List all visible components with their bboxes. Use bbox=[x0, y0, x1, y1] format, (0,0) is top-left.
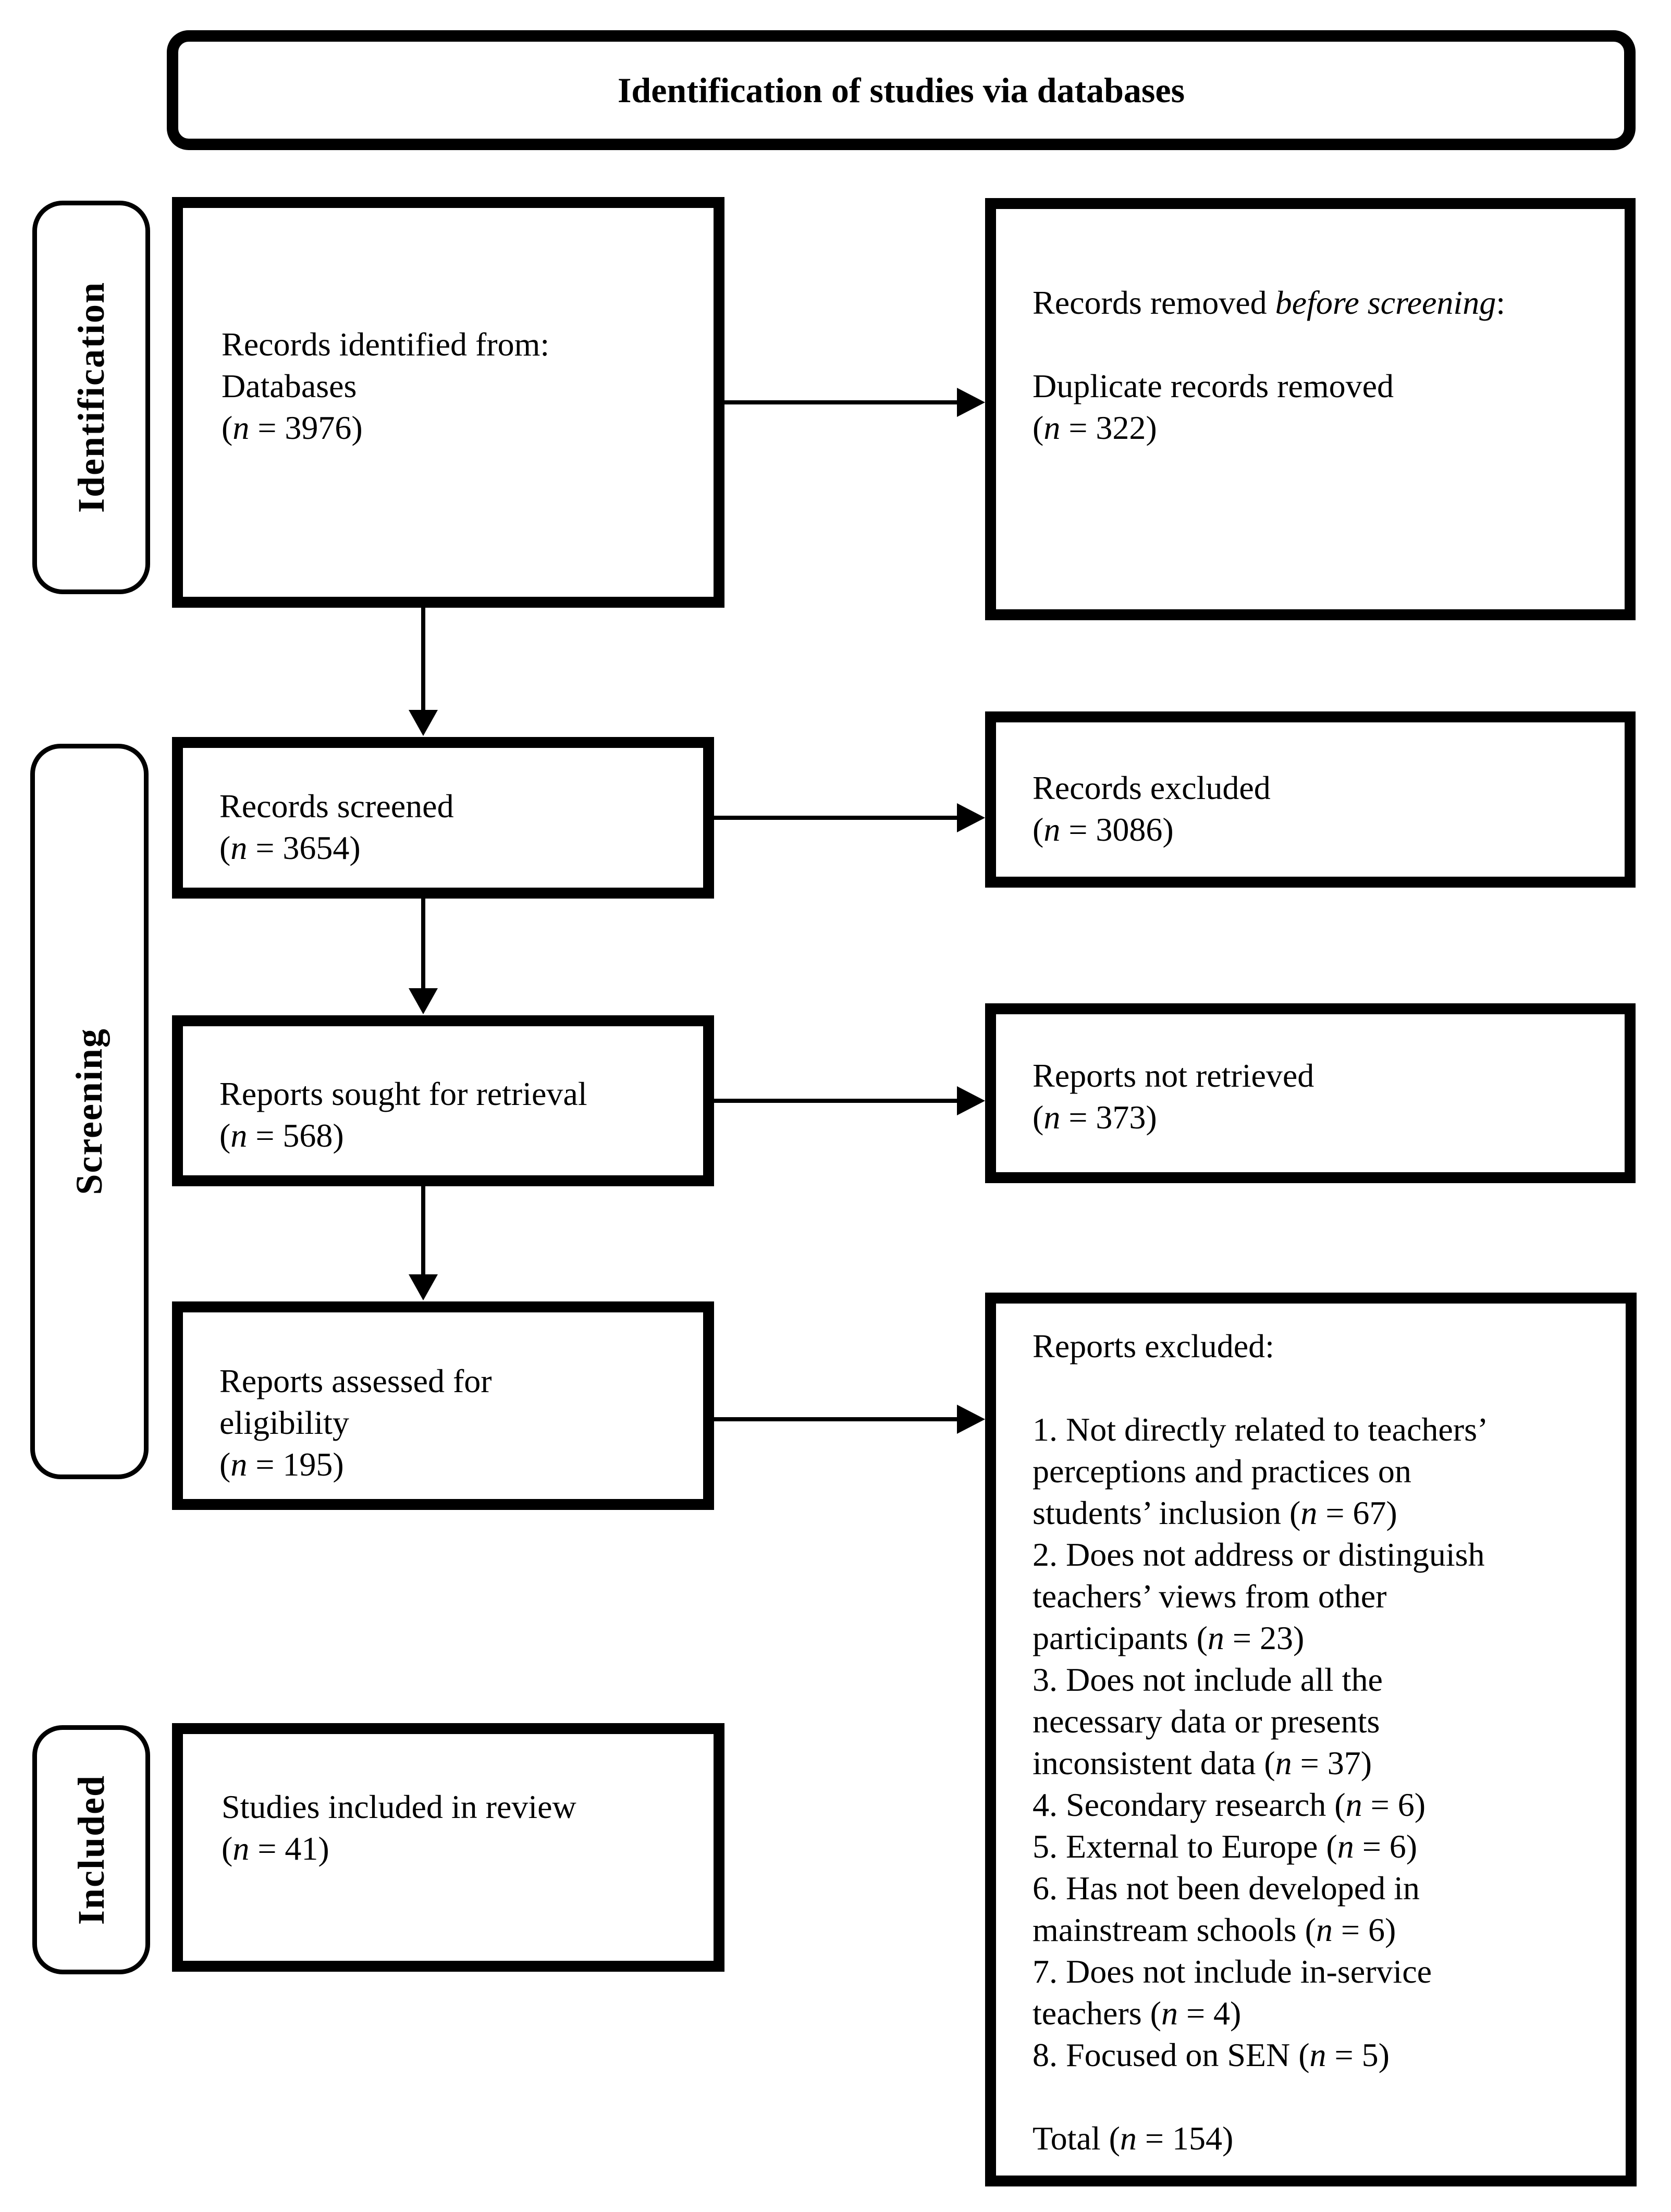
box-records-identified: Records identified from:Databases(n = 39… bbox=[172, 197, 724, 608]
arrowhead-right-icon bbox=[957, 388, 985, 417]
box-reports-excluded-reasons: Reports excluded:1. Not directly related… bbox=[985, 1293, 1637, 2186]
stage-label-screening-text: Screening bbox=[68, 1028, 110, 1195]
arrowhead-right-icon bbox=[957, 1086, 985, 1115]
stage-label-included-text: Included bbox=[70, 1774, 112, 1925]
box-studies-included-in-review: Studies included in review(n = 41) bbox=[172, 1723, 724, 1972]
diagram-title: Identification of studies via databases bbox=[617, 70, 1185, 110]
arrowhead-down-icon bbox=[409, 988, 438, 1014]
box-records-excluded: Records excluded(n = 3086) bbox=[985, 711, 1636, 888]
stage-label-identification: Identification bbox=[32, 201, 150, 594]
arrowhead-right-icon bbox=[957, 803, 985, 832]
arrowhead-right-icon bbox=[957, 1405, 985, 1434]
box-records-removed-before-screening: Records removed before screening:Duplica… bbox=[985, 198, 1636, 620]
stage-label-screening: Screening bbox=[30, 744, 149, 1479]
arrowhead-down-icon bbox=[409, 710, 438, 736]
stage-label-identification-text: Identification bbox=[70, 281, 112, 513]
stage-label-included: Included bbox=[32, 1725, 150, 1974]
diagram-title-box: Identification of studies via databases bbox=[167, 30, 1636, 150]
box-reports-sought-for-retrieval: Reports sought for retrieval(n = 568) bbox=[172, 1015, 714, 1186]
box-records-screened: Records screened(n = 3654) bbox=[172, 737, 714, 899]
box-reports-not-retrieved: Reports not retrieved(n = 373) bbox=[985, 1003, 1636, 1183]
arrowhead-down-icon bbox=[409, 1274, 438, 1300]
